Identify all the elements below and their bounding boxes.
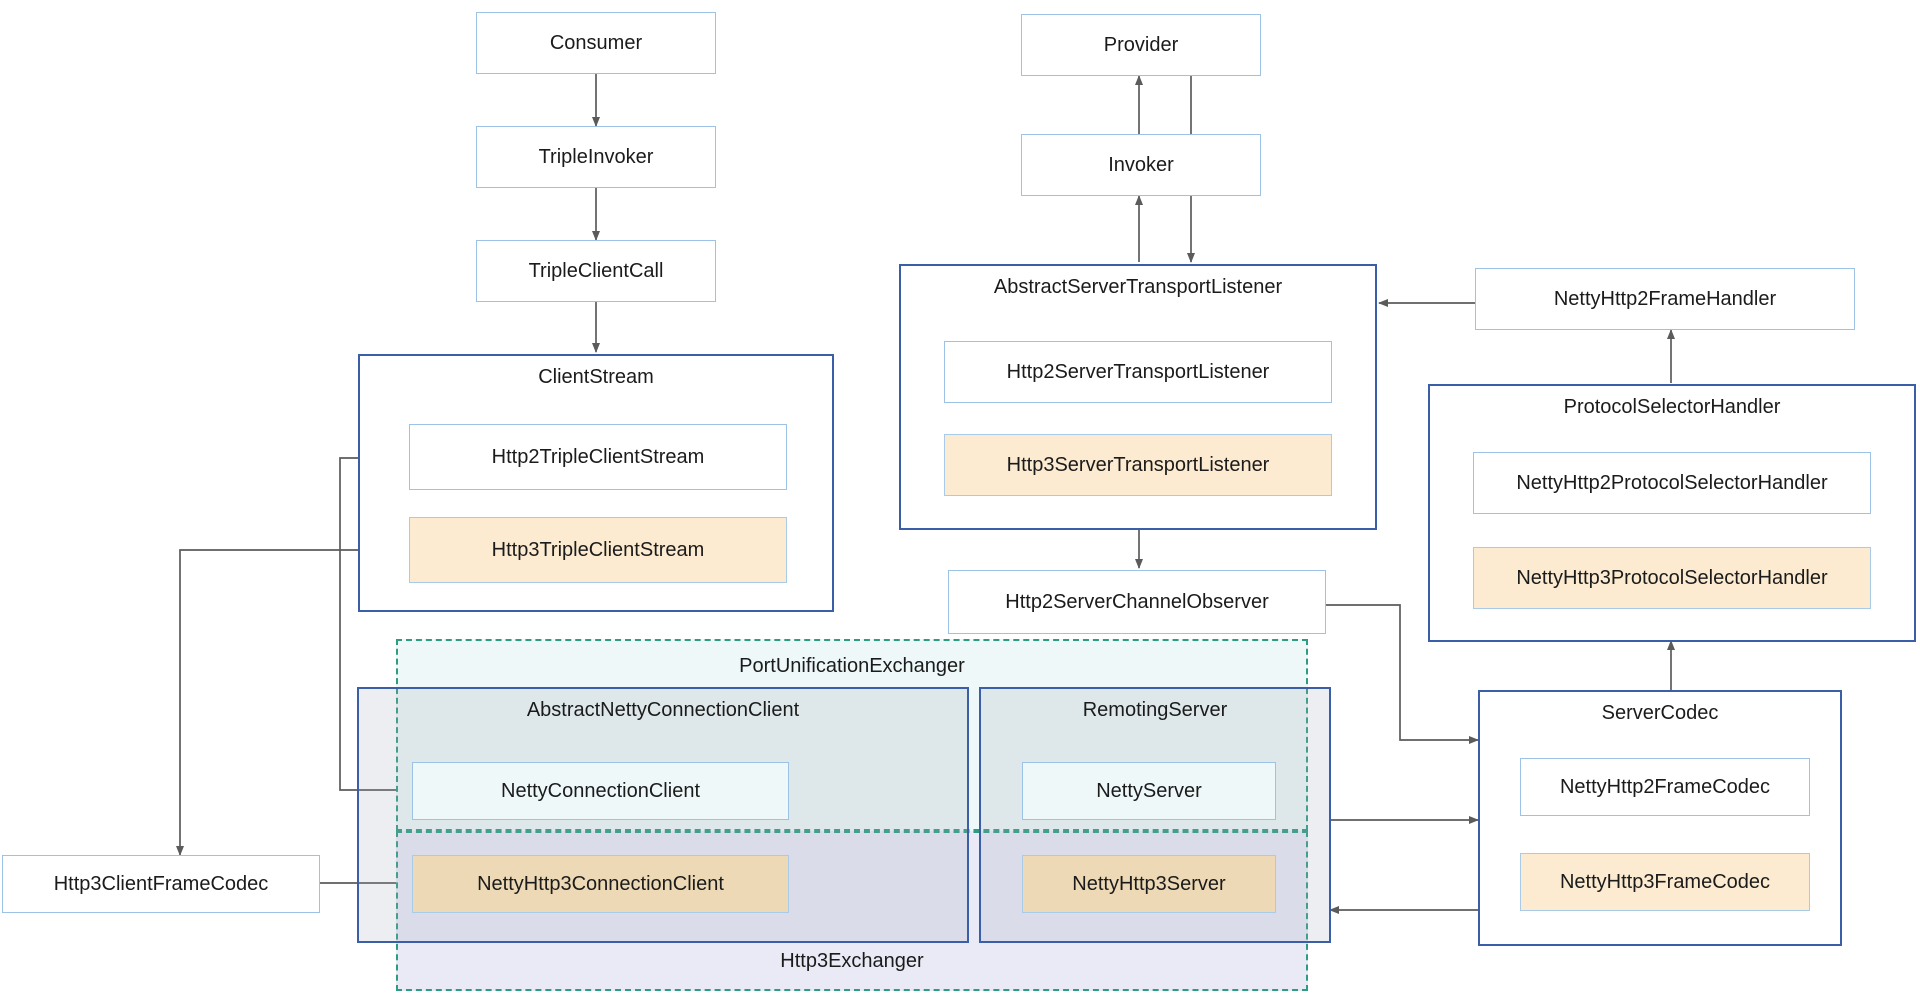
group-remoting-server[interactable]: RemotingServer bbox=[979, 687, 1331, 943]
group-server-codec-title: ServerCodec bbox=[1601, 702, 1719, 724]
node-netty-http3-server-label: NettyHttp3Server bbox=[1072, 872, 1226, 895]
node-netty-http3-frame-codec-label: NettyHttp3FrameCodec bbox=[1559, 870, 1771, 893]
group-protocol-selector-handler-title: ProtocolSelectorHandler bbox=[1563, 396, 1781, 418]
node-triple-client-call-label: TripleClientCall bbox=[528, 259, 664, 282]
node-http3-server-transport-listener[interactable]: Http3ServerTransportListener bbox=[944, 434, 1332, 496]
group-abstract-netty-connection-client-title: AbstractNettyConnectionClient bbox=[526, 699, 800, 721]
node-invoker-label: Invoker bbox=[1108, 153, 1174, 176]
node-http3-client-frame-codec-label: Http3ClientFrameCodec bbox=[53, 872, 269, 895]
node-http2-server-channel-observer[interactable]: Http2ServerChannelObserver bbox=[948, 570, 1326, 634]
node-http2-server-transport-listener-label: Http2ServerTransportListener bbox=[1006, 360, 1270, 383]
node-consumer-label: Consumer bbox=[549, 31, 643, 54]
node-netty-http3-connection-client[interactable]: NettyHttp3ConnectionClient bbox=[412, 855, 789, 913]
node-provider[interactable]: Provider bbox=[1021, 14, 1261, 76]
node-http2-triple-client-stream-label: Http2TripleClientStream bbox=[491, 445, 705, 468]
node-netty-http2-frame-codec-label: NettyHttp2FrameCodec bbox=[1559, 775, 1771, 798]
node-netty-http3-protocol-selector-handler[interactable]: NettyHttp3ProtocolSelectorHandler bbox=[1473, 547, 1871, 609]
group-remoting-server-title: RemotingServer bbox=[1082, 699, 1228, 721]
node-netty-server-label: NettyServer bbox=[1096, 779, 1202, 802]
node-triple-client-call[interactable]: TripleClientCall bbox=[476, 240, 716, 302]
node-http3-server-transport-listener-label: Http3ServerTransportListener bbox=[1006, 453, 1270, 476]
node-netty-http2-frame-handler[interactable]: NettyHttp2FrameHandler bbox=[1475, 268, 1855, 330]
node-triple-invoker[interactable]: TripleInvoker bbox=[476, 126, 716, 188]
node-provider-label: Provider bbox=[1103, 33, 1179, 56]
node-netty-connection-client[interactable]: NettyConnectionClient bbox=[412, 762, 789, 820]
node-triple-invoker-label: TripleInvoker bbox=[538, 145, 654, 168]
node-http2-triple-client-stream[interactable]: Http2TripleClientStream bbox=[409, 424, 787, 490]
node-netty-http2-frame-handler-label: NettyHttp2FrameHandler bbox=[1553, 287, 1777, 310]
group-client-stream-title: ClientStream bbox=[538, 366, 654, 388]
node-http3-triple-client-stream[interactable]: Http3TripleClientStream bbox=[409, 517, 787, 583]
node-netty-server[interactable]: NettyServer bbox=[1022, 762, 1276, 820]
node-http3-client-frame-codec[interactable]: Http3ClientFrameCodec bbox=[2, 855, 320, 913]
node-netty-http2-protocol-selector-handler-label: NettyHttp2ProtocolSelectorHandler bbox=[1516, 471, 1828, 494]
node-netty-http3-server[interactable]: NettyHttp3Server bbox=[1022, 855, 1276, 913]
node-consumer[interactable]: Consumer bbox=[476, 12, 716, 74]
group-abstract-server-transport-listener-title: AbstractServerTransportListener bbox=[993, 276, 1283, 298]
node-http2-server-channel-observer-label: Http2ServerChannelObserver bbox=[1005, 590, 1269, 613]
node-netty-http3-protocol-selector-handler-label: NettyHttp3ProtocolSelectorHandler bbox=[1516, 566, 1828, 589]
node-invoker[interactable]: Invoker bbox=[1021, 134, 1261, 196]
region-port-unification-exchanger-title: PortUnificationExchanger bbox=[739, 655, 965, 677]
node-http2-server-transport-listener[interactable]: Http2ServerTransportListener bbox=[944, 341, 1332, 403]
node-http3-triple-client-stream-label: Http3TripleClientStream bbox=[491, 538, 705, 561]
region-http3-exchanger-title: Http3Exchanger bbox=[780, 950, 924, 972]
node-netty-http3-connection-client-label: NettyHttp3ConnectionClient bbox=[477, 872, 724, 895]
node-netty-http3-frame-codec[interactable]: NettyHttp3FrameCodec bbox=[1520, 853, 1810, 911]
node-netty-connection-client-label: NettyConnectionClient bbox=[501, 779, 700, 802]
node-netty-http2-frame-codec[interactable]: NettyHttp2FrameCodec bbox=[1520, 758, 1810, 816]
node-netty-http2-protocol-selector-handler[interactable]: NettyHttp2ProtocolSelectorHandler bbox=[1473, 452, 1871, 514]
